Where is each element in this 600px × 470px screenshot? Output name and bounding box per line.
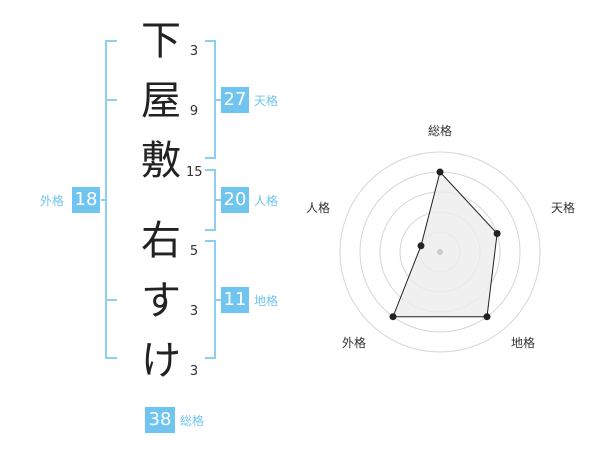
radar-label-gaikaku: 外格: [342, 336, 367, 350]
soukaku-badge: 38: [145, 407, 175, 433]
stroke-count-2: 9: [189, 104, 199, 119]
gaikaku-badge: 18: [72, 187, 100, 213]
jinkaku-label: 人格: [254, 194, 279, 208]
radar-label-jinkaku: 人格: [306, 201, 331, 215]
jinkaku-badge: 20: [221, 187, 249, 213]
tenkaku-badge: 27: [221, 87, 249, 113]
radar-point-1: [436, 168, 444, 176]
gaikaku-label: 外格: [40, 194, 65, 208]
name-char-5: す: [141, 278, 181, 324]
stroke-count-4: 5: [189, 244, 199, 259]
tenkaku-label: 天格: [254, 94, 279, 108]
stroke-count-1: 3: [189, 44, 199, 59]
radar-point-2: [493, 230, 501, 237]
radar-polygon: [392, 170, 498, 318]
name-char-1: 下: [141, 18, 181, 64]
chikaku-badge: 11: [221, 287, 249, 313]
radar-point-4: [389, 313, 397, 321]
stroke-count-5: 3: [189, 304, 199, 319]
stroke-count-6: 3: [189, 364, 199, 379]
name-char-2: 屋: [141, 78, 181, 124]
name-char-4: 右: [141, 218, 181, 264]
chikaku-label: 地格: [254, 294, 279, 308]
radar-ring-5: [339, 151, 541, 353]
radar-label-soukaku: 総格: [428, 124, 453, 138]
stroke-count-3: 15: [186, 165, 203, 180]
radar-center-dot: [437, 249, 443, 255]
radar-label-tenkaku: 天格: [551, 201, 576, 215]
name-char-6: け: [141, 338, 181, 384]
radar-point-5: [417, 242, 425, 250]
radar-point-3: [483, 313, 491, 321]
radar-label-chikaku: 地格: [511, 336, 536, 350]
soukaku-label: 総格: [180, 414, 205, 428]
name-char-3: 敷: [141, 138, 181, 184]
